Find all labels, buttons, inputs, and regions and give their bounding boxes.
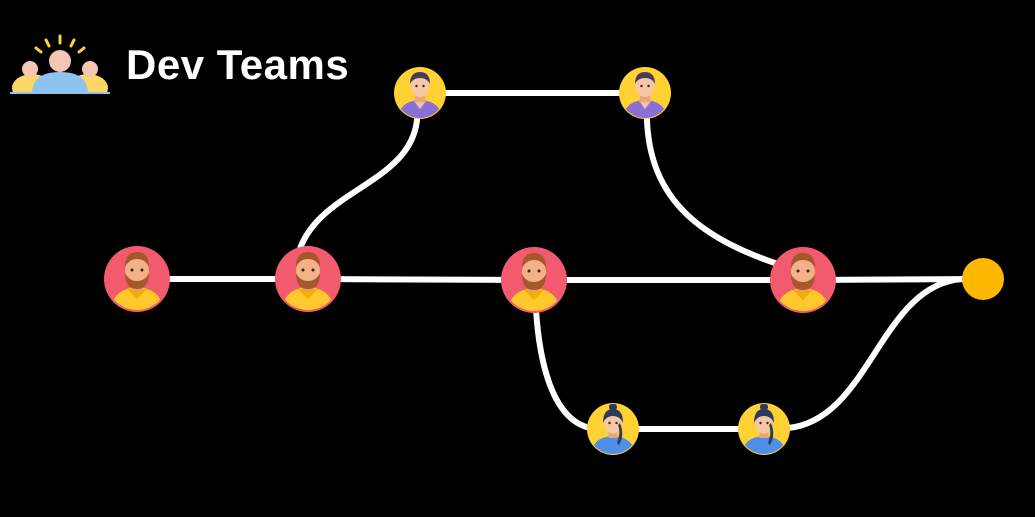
bearded-man-avatar-icon[interactable]	[770, 247, 836, 314]
blue-shirt-woman-avatar-icon[interactable]	[738, 403, 790, 457]
bearded-man-avatar-icon[interactable]	[275, 246, 341, 313]
bearded-man-avatar-icon[interactable]	[104, 246, 170, 313]
merge-end-node[interactable]	[962, 258, 1004, 300]
purple-shirt-man-avatar-icon[interactable]	[619, 67, 671, 121]
line-branch-down	[536, 310, 590, 428]
line-branch-up	[298, 120, 417, 255]
page-title: Dev Teams	[126, 44, 349, 86]
purple-shirt-man-avatar-icon[interactable]	[394, 67, 446, 121]
line-main-2-3	[308, 279, 534, 280]
blue-shirt-woman-avatar-icon[interactable]	[587, 403, 639, 457]
line-merge-up	[647, 120, 790, 268]
page-header: Dev Teams	[10, 34, 349, 94]
team-people-icon	[10, 34, 110, 94]
bearded-man-avatar-icon[interactable]	[501, 247, 567, 314]
